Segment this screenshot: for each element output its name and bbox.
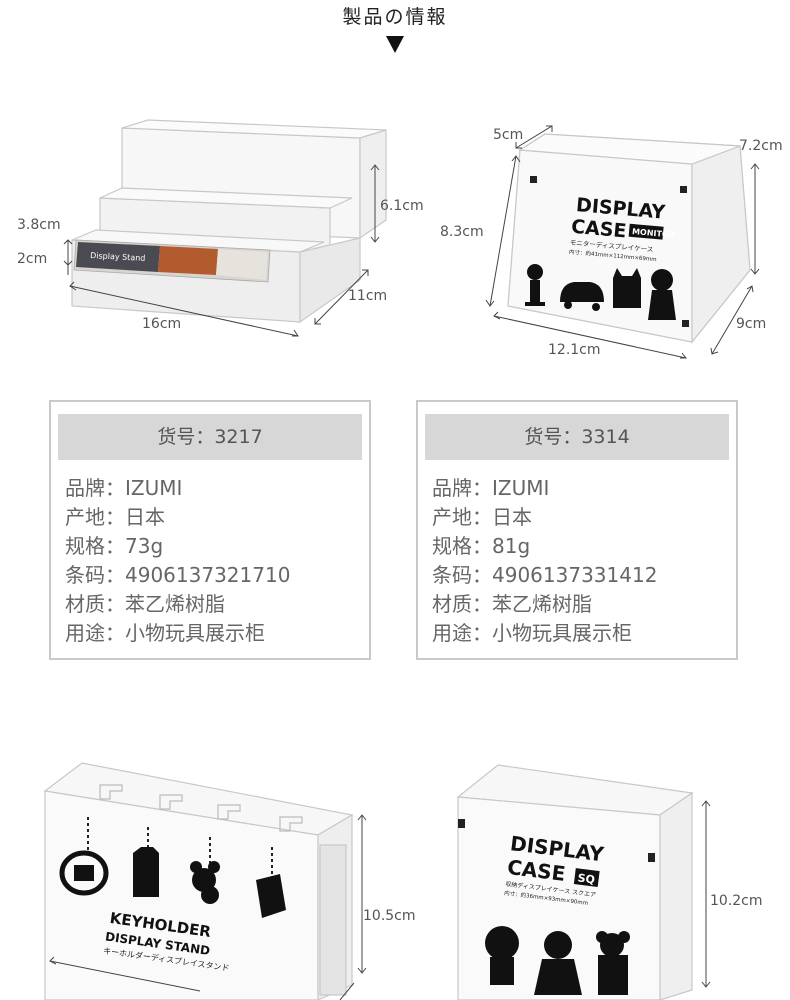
spec-card-3314: 货号：3314 品牌：IZUMI 产地：日本 规格：81g 条码：4906137… <box>416 400 738 660</box>
spec-row-material: 材质：苯乙烯树脂 <box>65 592 225 616</box>
case-label-case: CASE <box>570 216 627 243</box>
sq-case-illustration: DISPLAY CASE SQ 収納ディスプレイケース スクエア 内寸：約36m… <box>456 764 711 1000</box>
product-image-step-stand: Display Stand 6.1cm 3.8cm 2cm 16cm 11cm <box>0 110 430 350</box>
dim-height: 10.2cm <box>710 893 763 909</box>
dim-height: 6.1cm <box>380 198 424 214</box>
product-code-bar: 货号：3217 <box>58 414 362 460</box>
dim-top-depth: 5cm <box>493 127 524 143</box>
spec-row-origin: 产地：日本 <box>432 505 532 529</box>
stand-package-label: Display Stand <box>90 251 146 263</box>
step-stand-illustration: Display Stand <box>63 119 387 337</box>
dimension-lines <box>701 800 711 988</box>
product-image-display-case-monitor: DISPLAY CASE MONITOR モニターディスプレイケース 内寸：約4… <box>430 110 790 370</box>
spec-row-weight: 规格：81g <box>432 534 531 558</box>
monitor-case-illustration: DISPLAY CASE MONITOR モニターディスプレイケース 内寸：約4… <box>485 125 760 359</box>
spec-row-barcode: 条码：4906137331412 <box>432 563 658 587</box>
keyholder-stand-illustration: KEYHOLDER DISPLAY STAND キーホルダーディスプレイスタンド <box>43 762 367 1000</box>
product-code-bar: 货号：3314 <box>425 414 729 460</box>
sq-label-badge: SQ <box>577 872 596 887</box>
dim-base: 2cm <box>17 251 48 267</box>
spec-row-barcode: 条码：4906137321710 <box>65 563 291 587</box>
spec-row-origin: 产地：日本 <box>65 505 165 529</box>
down-triangle-icon <box>386 36 404 53</box>
dimension-lines <box>49 814 367 1000</box>
dimension-lines <box>63 164 380 337</box>
dim-step: 3.8cm <box>17 217 61 233</box>
page-title: 製品の情報 <box>342 6 448 28</box>
dim-height: 10.5cm <box>363 908 416 924</box>
dim-width: 12.1cm <box>548 342 601 358</box>
spec-row-usage: 用途：小物玩具展示柜 <box>65 621 265 645</box>
spec-row-weight: 规格：73g <box>65 534 164 558</box>
spec-card-3217: 货号：3217 品牌：IZUMI 产地：日本 规格：73g 条码：4906137… <box>49 400 371 660</box>
case-label-monitor: MONITOR <box>632 227 675 240</box>
spec-row-brand: 品牌：IZUMI <box>65 476 183 500</box>
charm-silhouettes <box>59 847 286 918</box>
spec-row-usage: 用途：小物玩具展示柜 <box>432 621 632 645</box>
spec-row-material: 材质：苯乙烯树脂 <box>432 592 592 616</box>
spec-row-brand: 品牌：IZUMI <box>432 476 550 500</box>
product-image-keyholder-stand: KEYHOLDER DISPLAY STAND キーホルダーディスプレイスタンド… <box>0 755 430 1000</box>
silhouette-figures <box>485 926 630 995</box>
product-image-display-case-sq: DISPLAY CASE SQ 収納ディスプレイケース スクエア 内寸：約36m… <box>430 755 790 1000</box>
spec-list: 品牌：IZUMI 产地：日本 规格：81g 条码：4906137331412 材… <box>432 474 657 648</box>
dimension-lines <box>485 125 760 359</box>
silhouette-figures <box>525 264 676 320</box>
dim-width: 16cm <box>142 316 182 332</box>
spec-list: 品牌：IZUMI 产地：日本 规格：73g 条码：4906137321710 材… <box>65 474 290 648</box>
dim-height-front: 8.3cm <box>440 224 484 240</box>
dim-depth: 9cm <box>736 316 767 332</box>
dim-depth: 11cm <box>348 288 388 304</box>
dim-height-back: 7.2cm <box>739 138 783 154</box>
